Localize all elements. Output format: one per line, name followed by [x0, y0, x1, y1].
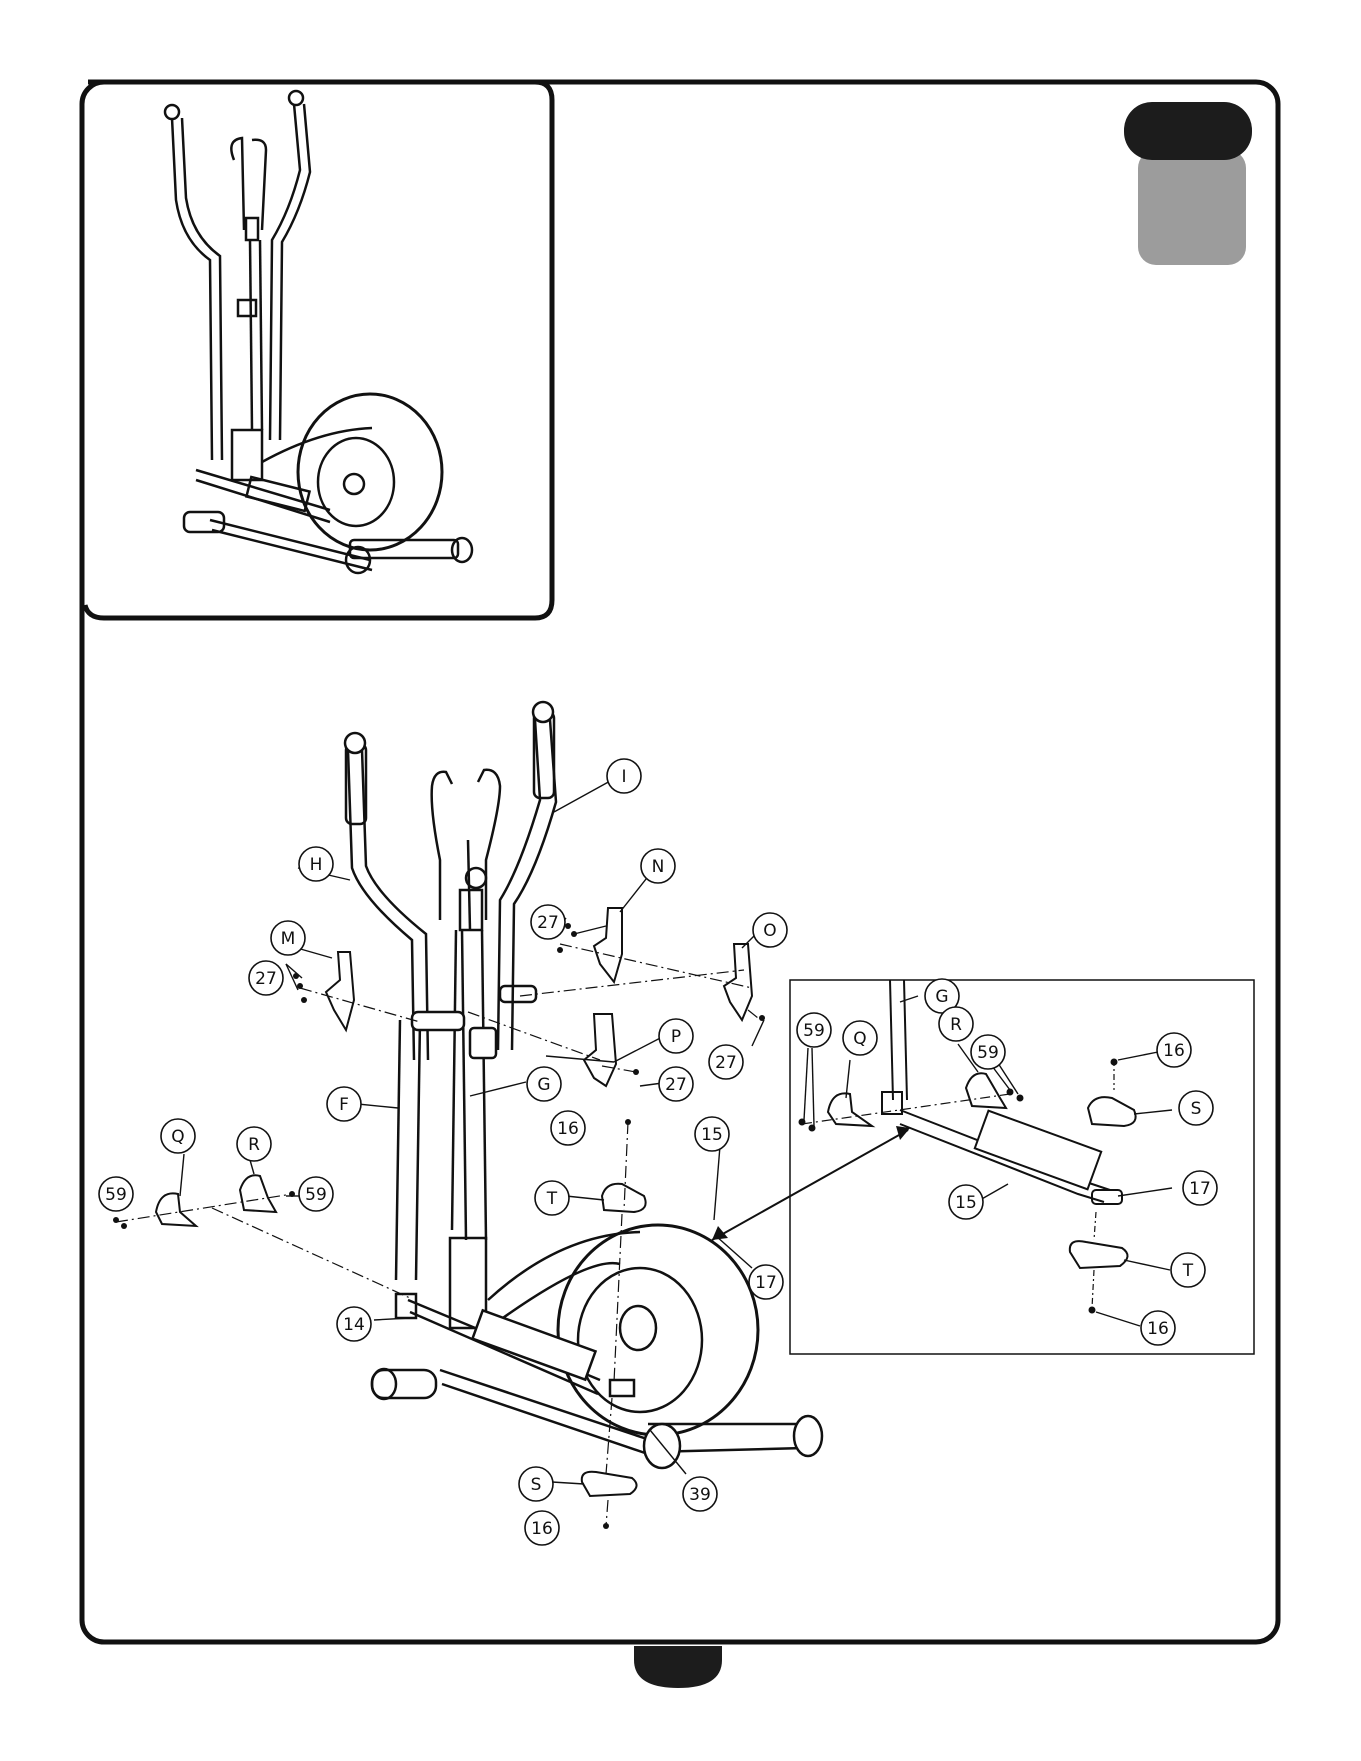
svg-text:T: T: [1182, 1261, 1194, 1281]
callout-17: 17: [749, 1265, 783, 1299]
svg-text:39: 39: [689, 1485, 711, 1505]
svg-text:S: S: [531, 1475, 542, 1495]
svg-text:M: M: [281, 929, 296, 949]
svg-text:27: 27: [255, 969, 277, 989]
callout-H: H: [299, 847, 333, 881]
svg-text:F: F: [339, 1095, 349, 1115]
inset-callout-T: T: [1171, 1253, 1205, 1287]
svg-text:59: 59: [305, 1185, 327, 1205]
svg-text:27: 27: [665, 1075, 687, 1095]
assembled-elliptical-drawing: [165, 91, 472, 573]
callout-14: 14: [337, 1307, 371, 1341]
inset-callout-S: S: [1179, 1091, 1213, 1125]
svg-text:15: 15: [701, 1125, 723, 1145]
inset-callout-16-bottom: 16: [1141, 1311, 1175, 1345]
svg-text:R: R: [248, 1135, 260, 1155]
svg-text:P: P: [671, 1027, 681, 1047]
inset-callout-59-right: 59: [971, 1035, 1005, 1069]
callout-N: N: [641, 849, 675, 883]
svg-text:S: S: [1191, 1099, 1202, 1119]
callout-27-o: 27: [709, 1045, 743, 1079]
callout-R: R: [237, 1127, 271, 1161]
svg-text:14: 14: [343, 1315, 365, 1335]
svg-text:17: 17: [755, 1273, 777, 1293]
callout-I: I: [607, 759, 641, 793]
callout-39: 39: [683, 1477, 717, 1511]
step-number-tab: [1124, 102, 1252, 265]
page-number-tab: [634, 1646, 722, 1688]
callout-G: G: [527, 1067, 561, 1101]
svg-text:16: 16: [557, 1119, 579, 1139]
callout-16-top: 16: [551, 1111, 585, 1145]
callout-27-left: 27: [249, 961, 283, 995]
svg-text:16: 16: [531, 1519, 553, 1539]
callout-S: S: [519, 1467, 553, 1501]
inset-callout-59-left: 59: [797, 1013, 831, 1047]
svg-text:H: H: [310, 855, 323, 875]
inset-callout-R: R: [939, 1007, 973, 1041]
detail-arrow: [712, 1126, 910, 1240]
callout-27-p: 27: [659, 1067, 693, 1101]
svg-text:O: O: [763, 921, 776, 941]
callout-15: 15: [695, 1117, 729, 1151]
svg-text:15: 15: [955, 1193, 977, 1213]
callout-Q: Q: [161, 1119, 195, 1153]
svg-text:T: T: [546, 1189, 558, 1209]
svg-text:G: G: [537, 1075, 550, 1095]
svg-text:G: G: [935, 987, 948, 1007]
svg-text:16: 16: [1163, 1041, 1185, 1061]
callout-27-n: 27: [531, 905, 565, 939]
svg-text:I: I: [621, 767, 626, 787]
inset-callout-17: 17: [1183, 1171, 1217, 1205]
callout-59-right: 59: [299, 1177, 333, 1211]
callout-P: P: [659, 1019, 693, 1053]
svg-text:27: 27: [537, 913, 559, 933]
callout-T: T: [535, 1181, 569, 1215]
inset-callout-Q: Q: [843, 1021, 877, 1055]
inset-callout-16-top: 16: [1157, 1033, 1191, 1067]
callout-F: F: [327, 1087, 361, 1121]
callout-O: O: [753, 913, 787, 947]
callout-16-bottom: 16: [525, 1511, 559, 1545]
svg-text:17: 17: [1189, 1179, 1211, 1199]
assembled-view-inset: [85, 82, 552, 618]
svg-text:59: 59: [977, 1043, 999, 1063]
svg-text:Q: Q: [853, 1029, 866, 1049]
inset-callout-15: 15: [949, 1185, 983, 1219]
svg-text:59: 59: [803, 1021, 825, 1041]
svg-text:59: 59: [105, 1185, 127, 1205]
svg-text:R: R: [950, 1015, 962, 1035]
svg-text:Q: Q: [171, 1127, 184, 1147]
svg-text:27: 27: [715, 1053, 737, 1073]
callout-59-left: 59: [99, 1177, 133, 1211]
exploded-elliptical-drawing: [345, 702, 822, 1468]
svg-text:N: N: [652, 857, 665, 877]
callout-M: M: [271, 921, 305, 955]
svg-text:16: 16: [1147, 1319, 1169, 1339]
